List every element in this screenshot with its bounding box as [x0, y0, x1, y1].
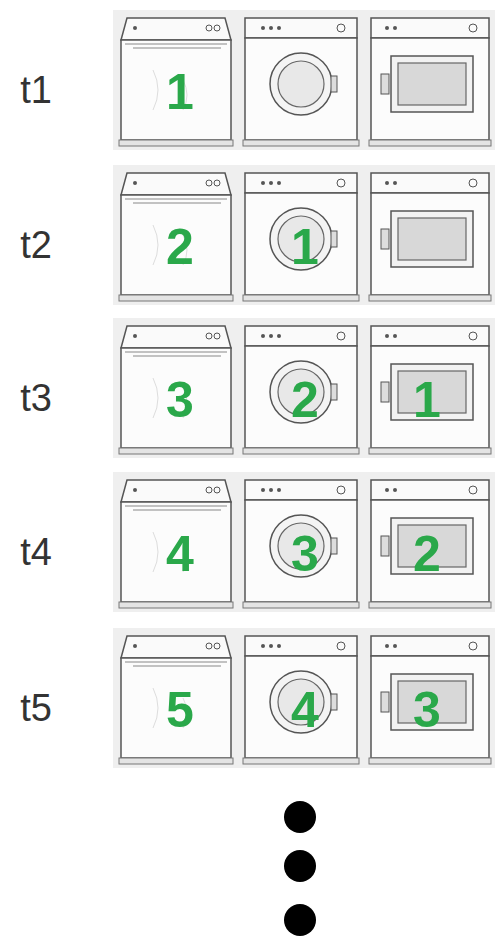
time-step-label: t3: [20, 379, 52, 417]
time-step-label: t2: [20, 226, 52, 264]
load-number: 4: [291, 685, 319, 735]
load-number: 1: [166, 67, 194, 117]
load-number: 3: [166, 375, 194, 425]
time-step-label: t5: [20, 689, 52, 727]
continuation-dot: [284, 850, 316, 882]
load-number: 2: [291, 375, 319, 425]
load-number: 1: [413, 375, 441, 425]
load-number: 4: [166, 529, 194, 579]
continuation-dot: [284, 801, 316, 833]
time-step-label: t1: [20, 71, 52, 109]
load-number: 2: [413, 529, 441, 579]
load-number: 1: [291, 222, 319, 272]
load-number: 5: [166, 685, 194, 735]
continuation-dot: [284, 904, 316, 936]
load-number: 2: [166, 222, 194, 272]
load-number: 3: [413, 685, 441, 735]
time-step-label: t4: [20, 533, 52, 571]
load-number: 3: [291, 529, 319, 579]
